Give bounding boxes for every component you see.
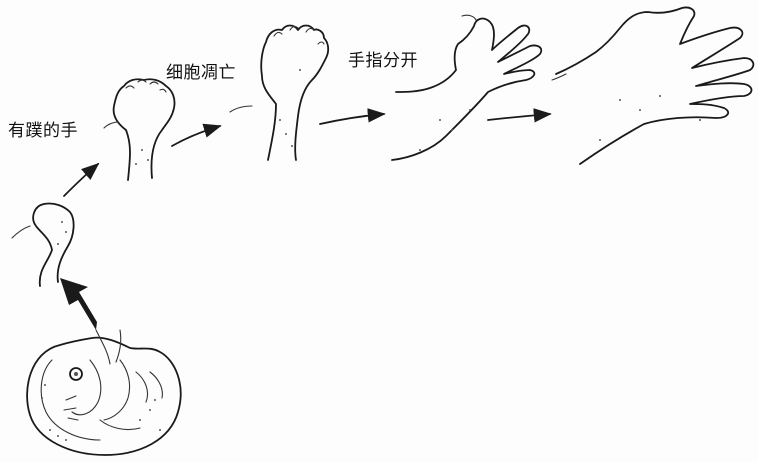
arrow-2 xyxy=(171,123,222,147)
label-apoptosis: 细胞凋亡 xyxy=(166,63,236,83)
arrow-1 xyxy=(63,162,100,197)
separating-hand-stage xyxy=(391,14,543,161)
limb-bud-stage xyxy=(11,202,75,287)
apoptosis-hand-stage xyxy=(229,24,330,161)
label-webbed-hand: 有蹼的手 xyxy=(8,121,78,141)
arrow-3 xyxy=(319,108,386,125)
label-fingers-separate: 手指分开 xyxy=(348,51,418,71)
adult-hand-stage xyxy=(551,6,755,165)
embryo-illustration xyxy=(26,329,182,456)
arrow-4 xyxy=(487,108,552,123)
webbed-hand-stage xyxy=(103,78,176,181)
thick-arrow xyxy=(60,278,97,330)
